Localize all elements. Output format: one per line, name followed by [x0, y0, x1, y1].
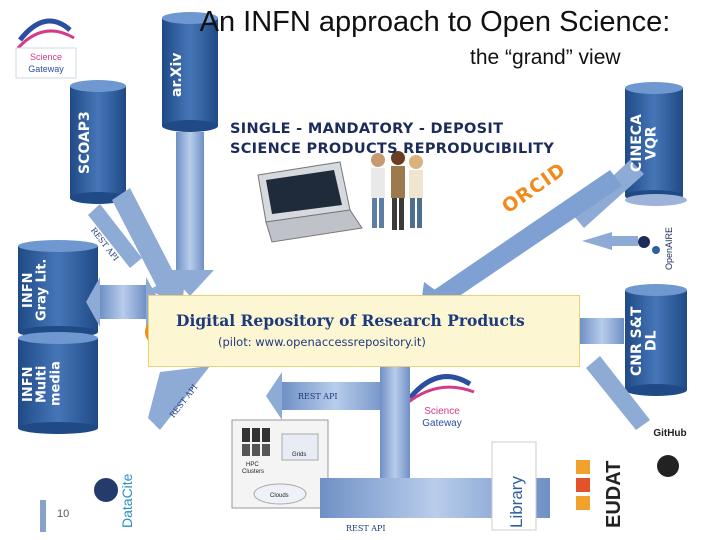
openaire-arrow: [582, 232, 638, 250]
svg-text:Science: Science: [30, 52, 62, 62]
svg-text:Grids: Grids: [292, 452, 306, 458]
infn-multimedia-cylinder: [18, 332, 98, 434]
eudat-logo: EUDAT: [570, 444, 626, 530]
left-lower-rest-arrow: [148, 366, 210, 430]
infn-multimedia-label: INFN Multi media: [21, 361, 64, 407]
svg-text:OpenAIRE: OpenAIRE: [664, 227, 674, 270]
laptop-people-illustration: [257, 151, 423, 243]
arxiv-arrow: [166, 132, 214, 296]
svg-text:Gateway: Gateway: [422, 418, 461, 429]
cineca-label: CINECA VQR: [629, 114, 660, 172]
arxiv-label: ar.Xiv: [169, 52, 185, 98]
cnr-cylinder: [625, 284, 687, 396]
repository-subtitle: (pilot: www.openaccessrepository.it): [218, 335, 426, 349]
infn-gray-label: INFN Gray Lit.: [21, 258, 50, 322]
mandatory-line-2: SCIENCE PRODUCTS REPRODUCIBILITY: [230, 140, 555, 157]
left-rest-arrow-top: [88, 204, 142, 268]
svg-text:Clusters: Clusters: [242, 469, 264, 475]
arxiv-cylinder: [162, 12, 218, 132]
repository-box: [148, 295, 580, 367]
rest-api-label-bottom: REST API: [346, 524, 386, 533]
scoap-label: SCOAP3: [77, 111, 93, 175]
svg-text:EUDAT: EUDAT: [603, 461, 625, 528]
mandatory-deposit-text: SINGLE - MANDATORY - DEPOSIT SCIENCE PRO…: [230, 120, 610, 159]
svg-text:GitHub: GitHub: [653, 428, 686, 439]
svg-text:DataCite: DataCite: [119, 473, 135, 528]
svg-text:Clouds: Clouds: [270, 493, 289, 499]
rest-api-label-mid: REST API: [298, 392, 338, 401]
svg-text:Science: Science: [424, 406, 460, 417]
svg-text:Library: Library: [507, 476, 526, 528]
glibrary-logo: Library: [491, 441, 537, 531]
science-gateway-logo-mid: Science Gateway: [396, 362, 486, 434]
svg-text:HPC: HPC: [246, 462, 259, 468]
footer-bar: [40, 500, 46, 532]
page-title: An INFN approach to Open Science:: [199, 6, 671, 38]
repository-title: Digital Repository of Research Products: [176, 311, 525, 330]
svg-text:Gateway: Gateway: [28, 64, 64, 74]
github-arrow: [586, 356, 650, 430]
mandatory-line-1: SINGLE - MANDATORY - DEPOSIT: [230, 121, 504, 137]
page-number: 10: [57, 508, 70, 520]
page-subtitle: the “grand” view: [470, 46, 621, 69]
datacite-logo: DataCite: [84, 454, 144, 530]
github-logo: GitHub: [644, 422, 700, 482]
infrastructure-box: HPC Clusters Grids Clouds: [231, 419, 329, 509]
cnr-label: CNR S&T DL: [629, 306, 660, 376]
mid-rest-arrow: [266, 372, 388, 420]
scoap-cylinder: [70, 80, 126, 204]
science-gateway-logo-top: Science Gateway: [6, 6, 86, 90]
